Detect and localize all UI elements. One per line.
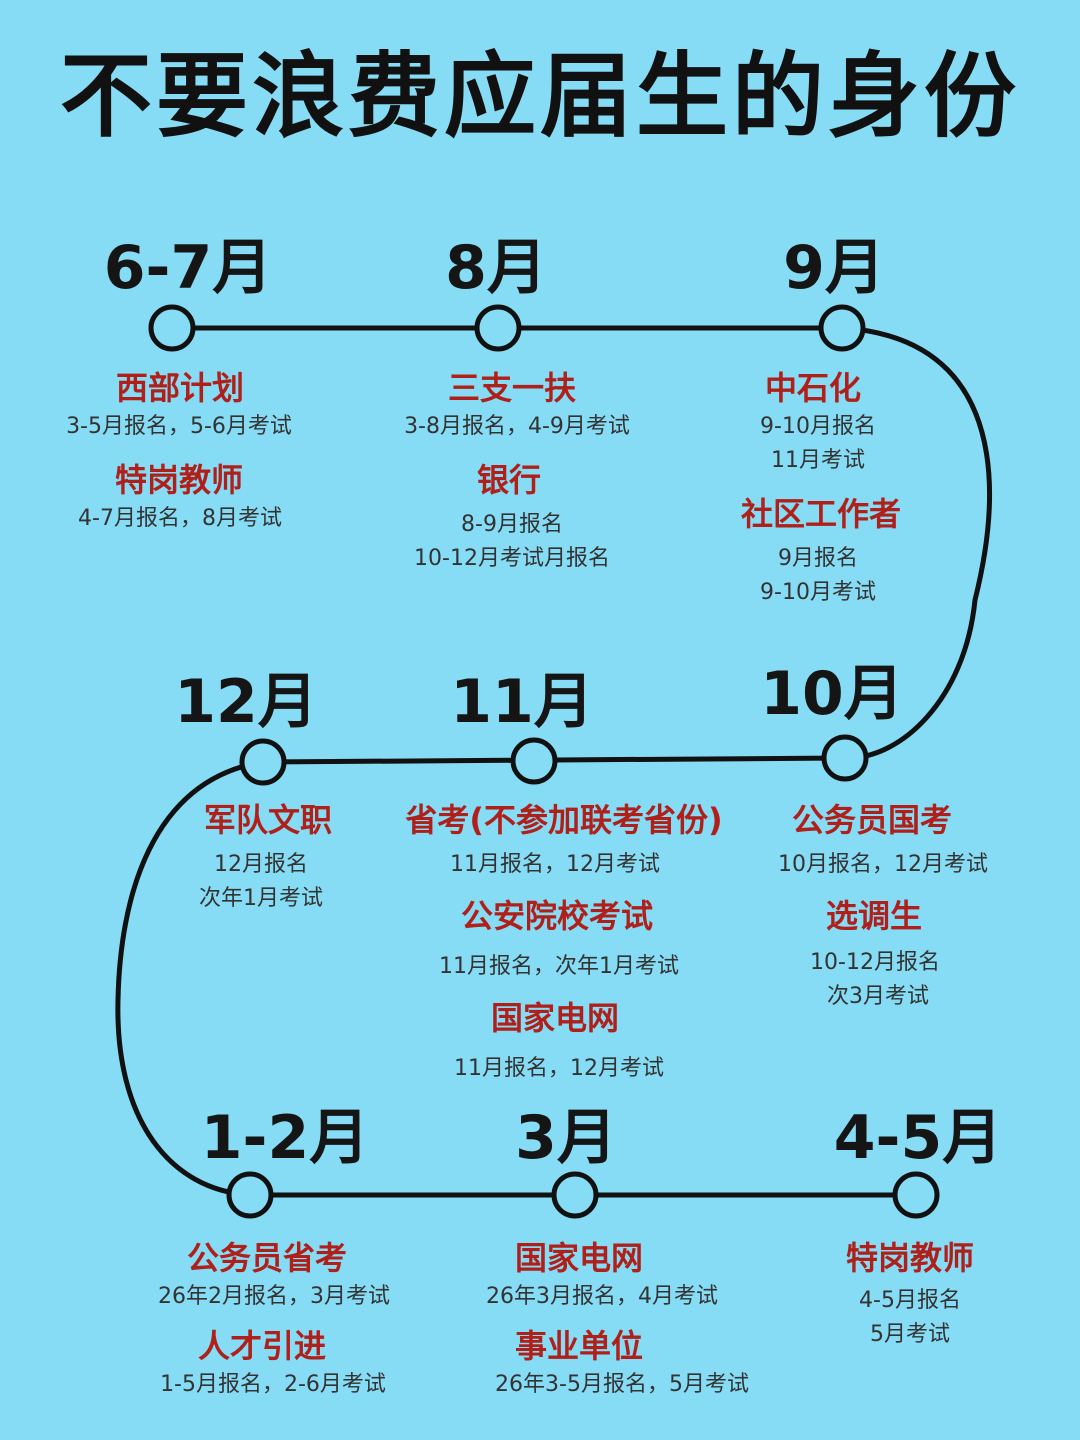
stage-block-11: 省考(不参加联考省份) 11月报名，12月考试 公安院校考试 11月报名，次年1… (364, 798, 764, 1086)
item-name: 事业单位 (514, 1327, 643, 1365)
item-detail: 26年3月报名，4月考试 (486, 1284, 718, 1309)
item-detail: 12月报名 (214, 852, 308, 877)
stage-block-9: 中石化 9-10月报名 11月考试 社区工作者 9月报名 9-10月考试 (638, 366, 998, 610)
item-detail: 次3月考试 (827, 984, 929, 1009)
page-title: 不要浪费应届生的身份 (59, 43, 1020, 150)
item-detail: 4-7月报名，8月考试 (78, 506, 282, 531)
item-name: 社区工作者 (740, 495, 901, 533)
stage-node-3 (551, 1171, 599, 1219)
month-label-3: 3月 (515, 1103, 617, 1173)
item-name: 银行 (476, 461, 541, 499)
stage-block-3: 国家电网 26年3月报名，4月考试 事业单位 26年3-5月报名，5月考试 (432, 1236, 792, 1402)
item-name: 国家电网 (490, 999, 619, 1037)
item-name: 军队文职 (203, 801, 332, 839)
stage-block-10: 公务员国考 10月报名，12月考试 选调生 10-12月报名 次3月考试 (698, 798, 1058, 1014)
month-label-1-2: 1-2月 (200, 1103, 370, 1173)
month-label-10: 10月 (760, 659, 904, 729)
item-name: 中石化 (764, 369, 861, 407)
stage-block-1-2: 公务员省考 26年2月报名，3月考试 人才引进 1-5月报名，2-6月考试 (90, 1236, 450, 1402)
item-name: 国家电网 (514, 1239, 643, 1277)
stage-node-8 (474, 304, 522, 352)
item-detail: 9月报名 (778, 546, 858, 571)
stage-node-12 (239, 738, 287, 786)
stage-node-9 (818, 304, 866, 352)
item-name: 省考(不参加联考省份) (405, 801, 723, 839)
item-detail: 9-10月考试 (760, 580, 876, 605)
item-detail: 26年2月报名，3月考试 (158, 1284, 390, 1309)
month-label-6-7: 6-7月 (103, 233, 273, 303)
month-label-8: 8月 (445, 233, 547, 303)
stage-block-4-5: 特岗教师 4-5月报名 5月考试 (730, 1236, 1080, 1352)
month-label-9: 9月 (783, 233, 885, 303)
stage-node-6-7 (148, 304, 196, 352)
stage-block-8: 三支一扶 3-8月报名，4-9月考试 银行 8-9月报名 10-12月考试月报名 (332, 366, 692, 576)
item-detail: 11月报名，次年1月考试 (439, 954, 679, 979)
item-detail: 10月报名，12月考试 (778, 852, 988, 877)
item-detail: 11月报名，12月考试 (454, 1056, 664, 1081)
item-detail: 10-12月考试月报名 (414, 546, 610, 571)
month-label-11: 11月 (450, 667, 594, 737)
item-detail: 11月报名，12月考试 (450, 852, 660, 877)
timeline-right-curve (839, 325, 992, 761)
month-label-12: 12月 (174, 667, 318, 737)
timeline-left-curve (115, 759, 266, 1198)
item-detail: 3-8月报名，4-9月考试 (404, 414, 630, 439)
item-detail: 11月考试 (771, 448, 865, 473)
month-label-4-5: 4-5月 (833, 1103, 1003, 1173)
item-name: 公务员省考 (186, 1239, 347, 1277)
stage-node-4-5 (892, 1171, 940, 1219)
item-detail: 4-5月报名 (859, 1288, 961, 1313)
item-name: 人才引进 (197, 1327, 326, 1365)
item-name: 公务员国考 (791, 801, 952, 839)
stage-block-12: 军队文职 12月报名 次年1月考试 (88, 798, 448, 916)
item-name: 特岗教师 (845, 1239, 974, 1277)
item-detail: 次年1月考试 (199, 886, 323, 911)
item-detail: 8-9月报名 (461, 512, 563, 537)
item-name: 西部计划 (115, 369, 244, 407)
item-detail: 26年3-5月报名，5月考试 (495, 1372, 749, 1397)
item-detail: 1-5月报名，2-6月考试 (160, 1372, 386, 1397)
item-name: 公安院校考试 (460, 897, 653, 935)
stage-node-11 (510, 737, 558, 785)
item-name: 选调生 (825, 897, 922, 935)
item-detail: 5月考试 (870, 1322, 950, 1347)
stage-node-10 (821, 734, 869, 782)
item-detail: 3-5月报名，5-6月考试 (66, 414, 292, 439)
item-detail: 10-12月报名 (810, 950, 940, 975)
item-detail: 9-10月报名 (760, 414, 876, 439)
item-name: 三支一扶 (447, 369, 576, 407)
stage-block-6-7: 西部计划 3-5月报名，5-6月考试 特岗教师 4-7月报名，8月考试 (0, 366, 360, 536)
item-name: 特岗教师 (114, 461, 243, 499)
stage-node-1-2 (226, 1171, 274, 1219)
